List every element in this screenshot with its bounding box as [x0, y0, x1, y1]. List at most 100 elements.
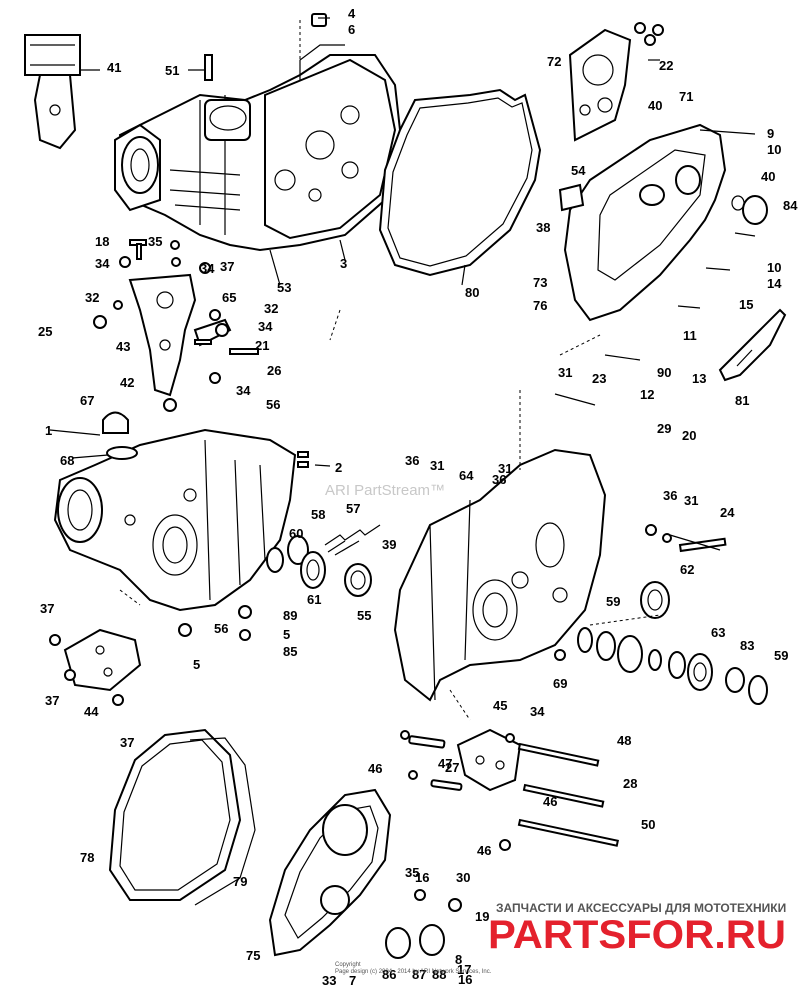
callout-58: 58: [311, 507, 325, 522]
callout-21: 21: [255, 338, 269, 353]
callout-42: 42: [120, 375, 134, 390]
callout-63: 63: [711, 625, 725, 640]
bearings-and-springs: [266, 524, 381, 597]
callout-34: 34: [95, 256, 110, 271]
callout-57: 57: [346, 501, 360, 516]
callout-76: 76: [533, 298, 547, 313]
callout-2: 2: [335, 460, 342, 475]
alignment-lines: [119, 20, 661, 721]
callout-4: 4: [348, 6, 356, 21]
callout-8: 8: [455, 952, 462, 967]
callout-53: 53: [277, 280, 291, 295]
callout-46-3: 46: [477, 843, 491, 858]
callout-51: 51: [165, 63, 179, 78]
callout-34-3: 34: [258, 319, 273, 334]
callout-48: 48: [617, 733, 631, 748]
watermark-text: ARI PartStream™: [325, 482, 445, 499]
callout-72: 72: [547, 54, 561, 69]
callout-89: 89: [283, 608, 297, 623]
callout-27: 27: [445, 760, 459, 775]
bracket-41: [24, 34, 100, 150]
callout-68: 68: [60, 453, 74, 468]
callout-83: 83: [740, 638, 754, 653]
callout-5: 5: [283, 627, 290, 642]
callout-31: 31: [558, 365, 572, 380]
callout-28: 28: [623, 776, 637, 791]
callout-30: 30: [456, 870, 470, 885]
callout-34-2: 34: [200, 261, 215, 276]
callout-87: 87: [412, 967, 426, 982]
callout-64: 64: [459, 468, 474, 483]
gaskets-78-79: [108, 728, 256, 906]
leader-lines: [49, 17, 756, 551]
right-crankcase: [393, 448, 607, 702]
callout-46-2: 46: [543, 794, 557, 809]
callout-40: 40: [648, 98, 662, 113]
callout-61: 61: [307, 592, 321, 607]
callout-43: 43: [116, 339, 130, 354]
cover-75: [268, 788, 462, 959]
callout-5-2: 5: [193, 657, 200, 672]
callout-60: 60: [289, 526, 303, 541]
chain-guard-81: [718, 308, 787, 382]
callout-86: 86: [382, 967, 396, 982]
crank-bolts: [400, 728, 620, 851]
right-bearings: [577, 524, 768, 705]
callout-32: 32: [85, 290, 99, 305]
callout-13: 13: [692, 371, 706, 386]
brand-tagline: ЗАПЧАСТИ И АКСЕССУАРЫ ДЛЯ МОТОТЕХНИКИ: [496, 901, 786, 915]
callout-31-3: 31: [498, 461, 512, 476]
callout-65: 65: [222, 290, 236, 305]
callout-56: 56: [266, 397, 280, 412]
callout-44: 44: [84, 704, 99, 719]
callout-47: 47: [438, 756, 452, 771]
callout-36-2: 36: [492, 472, 506, 487]
callout-29: 29: [657, 421, 671, 436]
callout-84: 84: [783, 198, 798, 213]
callout-71: 71: [679, 89, 693, 104]
callout-33: 33: [322, 973, 336, 988]
callout-16-2: 16: [458, 972, 472, 987]
callout-20: 20: [682, 428, 696, 443]
callout-19: 19: [475, 909, 489, 924]
callout-88: 88: [432, 967, 446, 982]
callout-85: 85: [283, 644, 297, 659]
small-hardware: [93, 239, 259, 412]
callout-25: 25: [38, 324, 52, 339]
callout-81: 81: [735, 393, 749, 408]
callout-39: 39: [382, 537, 396, 552]
callout-34-5: 34: [530, 704, 545, 719]
callout-labels: 1234556789101011121314151616171819202122…: [38, 6, 798, 988]
callout-31-2: 31: [430, 458, 444, 473]
callout-34-4: 34: [236, 383, 251, 398]
callout-10: 10: [767, 142, 781, 157]
callout-36-3: 36: [663, 488, 677, 503]
callout-18: 18: [95, 234, 109, 249]
callout-50: 50: [641, 817, 655, 832]
callout-40-2: 40: [761, 169, 775, 184]
callout-1: 1: [45, 423, 52, 438]
callout-41: 41: [107, 60, 121, 75]
callout-36: 36: [405, 453, 419, 468]
callout-78: 78: [80, 850, 94, 865]
primary-cover-73: [558, 123, 768, 322]
callout-45: 45: [493, 698, 507, 713]
cover-plate-72: [568, 22, 664, 142]
callout-62: 62: [680, 562, 694, 577]
callout-11: 11: [683, 328, 697, 343]
copyright-top: Copyright: [335, 962, 361, 968]
callout-22: 22: [659, 58, 673, 73]
callout-35-2: 35: [405, 865, 419, 880]
callout-80: 80: [465, 285, 479, 300]
callout-59: 59: [606, 594, 620, 609]
callout-90: 90: [657, 365, 671, 380]
left-crankcase-top: [114, 13, 402, 252]
callout-37-2: 37: [40, 601, 54, 616]
copyright-text: Page design (c) 2004 - 2014 by ARI Netwo…: [335, 969, 492, 975]
callout-73: 73: [533, 275, 547, 290]
callout-17: 17: [457, 962, 471, 977]
callout-75: 75: [246, 948, 260, 963]
callout-31-4: 31: [684, 493, 698, 508]
